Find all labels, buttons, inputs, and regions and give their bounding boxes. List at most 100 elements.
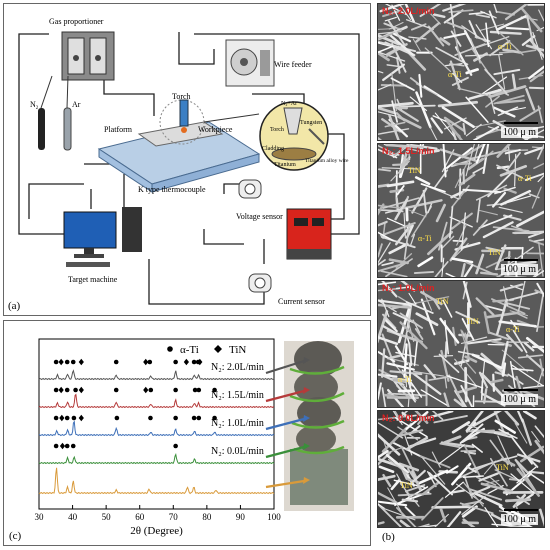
phase-label: TiN [436, 297, 449, 306]
setup-schematic: N₂+Ar Torch Tungsten Cladding Titanium T… [8, 17, 360, 312]
alpha-ti-marker [196, 387, 202, 393]
gas-proportioner-label: Gas proportioner [49, 17, 104, 26]
alpha-ti-marker [173, 415, 178, 421]
panel-a-label: (a) [8, 300, 21, 312]
alpha-ti-marker [64, 387, 70, 393]
xrd-series-line [38, 467, 275, 495]
x-tick-label: 80 [202, 512, 212, 522]
alpha-ti-marker [173, 387, 178, 393]
phase-label: TiN [496, 463, 509, 472]
alpha-ti-marker [147, 359, 153, 365]
micrograph-4: N₂: 0.0L/min TiN TiN 100 μ m [377, 410, 545, 528]
alpha-ti-marker [191, 415, 197, 421]
tin-marker [143, 358, 149, 366]
alpha-ti-marker [173, 359, 178, 365]
alpha-ti-marker [53, 359, 59, 365]
alpha-ti-marker [196, 415, 202, 421]
phase-label: TiN [466, 317, 479, 326]
phase-label: α-Ti [418, 234, 432, 243]
scale-label: 100 μ m [500, 514, 538, 525]
micrograph-condition: N₂: 1.0L/min [382, 283, 435, 293]
x-tick-label: 60 [135, 512, 145, 522]
micrograph-texture [378, 144, 544, 277]
x-tick-label: 70 [169, 512, 179, 522]
series-arrow [265, 479, 305, 489]
micrograph-condition: N₂: 1.5L/min [382, 146, 435, 156]
tin-marker [183, 358, 189, 366]
n2-label: N [30, 100, 36, 109]
alpha-ti-marker [114, 415, 120, 421]
alpha-ti-marker [70, 443, 76, 449]
cladding-sample-photo [284, 341, 354, 511]
tin-marker [78, 414, 84, 422]
alpha-ti-marker [70, 359, 76, 365]
wire-feeder-device [225, 39, 275, 87]
tin-marker [58, 358, 64, 366]
legend-tin-marker [214, 345, 222, 353]
phase-label: α-Ti [448, 70, 462, 79]
xrd-series-line [38, 453, 275, 465]
alpha-ti-marker [53, 415, 59, 421]
series-label: N₂: 2.0L/min [211, 362, 264, 373]
tin-marker [197, 358, 203, 366]
phase-label: α-Ti [398, 375, 412, 384]
alpha-ti-marker [212, 415, 217, 421]
platform-label: Platform [104, 125, 133, 134]
alpha-ti-marker [173, 443, 178, 449]
micrograph-2: N₂: 1.5L/min TiN α-Ti α-Ti TiN 100 μ m [377, 143, 545, 278]
legend-alpha-label: α-Ti [180, 344, 199, 356]
phase-label: TiN [400, 481, 413, 490]
tin-marker [58, 386, 64, 394]
phase-label: TiN [408, 166, 421, 175]
inset-gas-label: N₂+Ar [281, 101, 297, 107]
micrograph-texture [378, 4, 544, 140]
legend-alpha-marker [167, 346, 173, 352]
scale-label: 100 μ m [500, 394, 538, 405]
series-arrowhead [303, 477, 310, 484]
thermocouple-label: K type thermocouple [138, 185, 206, 194]
alpha-ti-marker [64, 359, 70, 365]
series-label: N₂: 0.0L/min [211, 446, 264, 457]
tin-marker [143, 386, 149, 394]
phase-label: α-Ti [506, 325, 520, 334]
scale-label: 100 μ m [500, 127, 538, 138]
series-arrow [265, 389, 305, 403]
alpha-ti-marker [53, 387, 59, 393]
series-label: N₂: 1.0L/min [211, 418, 264, 429]
n2-subscript: 2 [36, 106, 39, 111]
workpiece-label: Workpiece [198, 125, 233, 134]
alpha-ti-marker [192, 387, 198, 393]
phase-label: α-Ti [498, 42, 512, 51]
target-machine-computer [63, 207, 142, 267]
platform-workpiece [97, 99, 261, 193]
alpha-ti-marker [64, 415, 70, 421]
xrd-series-line [38, 369, 275, 381]
alpha-ti-marker [148, 415, 153, 421]
x-axis-label: 2θ (Degree) [130, 525, 183, 537]
inset-tungsten-label: Tungsten [300, 120, 322, 126]
x-tick-label: 100 [267, 512, 281, 522]
series-arrowhead [303, 415, 310, 422]
x-tick-label: 90 [236, 512, 246, 522]
svg-text:N2: N2 [30, 100, 39, 111]
scale-bar [504, 509, 538, 511]
current-sensor-label: Current sensor [278, 297, 325, 306]
xrd-series-line [38, 393, 275, 409]
phase-label: α-Ti [518, 174, 532, 183]
tin-marker [78, 386, 84, 394]
legend-tin-label: TiN [229, 344, 246, 356]
series-arrow [265, 359, 305, 375]
alpha-ti-marker [71, 415, 77, 421]
alpha-ti-marker [212, 387, 217, 393]
x-tick-label: 30 [35, 512, 45, 522]
series-label: N₂: 1.5L/min [211, 390, 264, 401]
panel-c-label: (c) [9, 530, 22, 542]
alpha-ti-marker [73, 387, 78, 393]
micrograph-1: N₂: 2.0L/min α-Ti α-Ti 100 μ m [377, 3, 545, 141]
scale-bar [504, 389, 538, 391]
alpha-ti-marker [64, 443, 70, 449]
micrograph-3: N₂: 1.0L/min TiN TiN α-Ti α-Ti 100 μ m [377, 280, 545, 408]
phase-label: TiN [488, 248, 501, 257]
